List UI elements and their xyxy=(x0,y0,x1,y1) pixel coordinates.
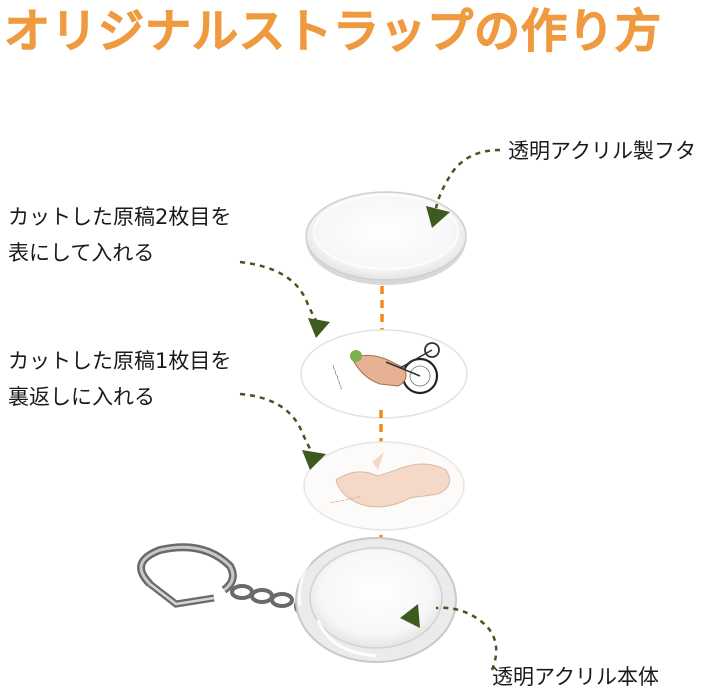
pointer-arrow-base xyxy=(400,604,498,671)
pointer-arrow-sheet2 xyxy=(239,260,330,338)
sheet1-disc: ~~~~~~ xyxy=(303,441,465,531)
keyring-clasp-icon xyxy=(137,543,314,616)
label-first-sheet-line2: 裏返しに入れる xyxy=(8,385,155,409)
sheet2-disc: ~~~~~ xyxy=(300,329,468,419)
pointer-arrow-sheet1 xyxy=(239,392,326,470)
label-second-sheet-line2: 表にして入れる xyxy=(8,241,155,265)
acrylic-base-disc xyxy=(295,537,457,663)
label-base: 透明アクリル本体 xyxy=(492,665,659,689)
page-title: オリジナルストラップの作り方 xyxy=(4,4,662,59)
label-top-cover: 透明アクリル製フタ xyxy=(508,139,696,163)
label-first-sheet-line1: カットした原稿1枚目を xyxy=(8,349,232,373)
pointer-arrow-top-cover xyxy=(426,148,501,228)
bird-illustration: ~~~~~~ xyxy=(328,452,451,508)
label-second-sheet-line1: カットした原稿2枚目を xyxy=(8,205,232,229)
acrylic-cover-disc xyxy=(305,191,467,285)
